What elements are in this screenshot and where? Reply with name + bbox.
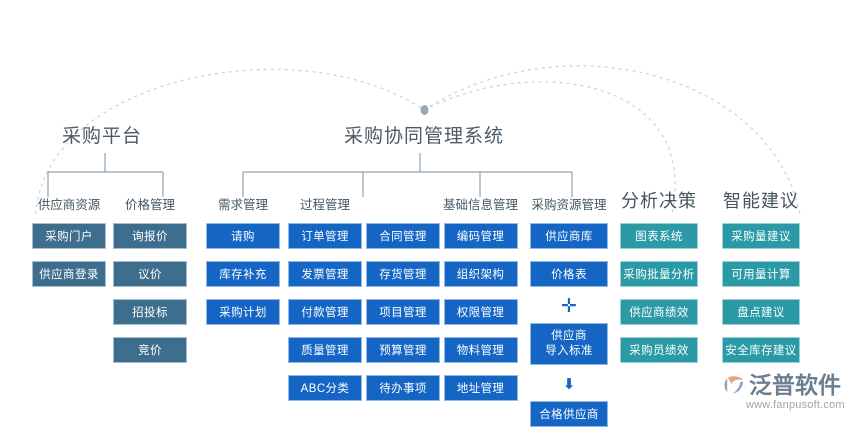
chip-procurement-portal[interactable]: 采购门户: [32, 223, 106, 249]
chip-price-list[interactable]: 价格表: [530, 261, 608, 287]
column-header-demand-management: 需求管理: [217, 198, 268, 212]
chip-batch-analysis[interactable]: 采购批量分析: [620, 261, 698, 287]
chip-available-quantity-calc[interactable]: 可用量计算: [722, 261, 800, 287]
chip-order-management[interactable]: 订单管理: [288, 223, 362, 249]
column-basic-info-management: 基础信息管理 编码管理 组织架构 权限管理 物料管理 地址管理: [443, 197, 518, 413]
chip-safety-stock-advice[interactable]: 安全库存建议: [722, 337, 800, 363]
chip-budget-management[interactable]: 预算管理: [366, 337, 440, 363]
chip-chart-system[interactable]: 图表系统: [620, 223, 698, 249]
chip-supplier-login[interactable]: 供应商登录: [32, 261, 106, 287]
chip-invoice-management[interactable]: 发票管理: [288, 261, 362, 287]
chip-todo-items[interactable]: 待办事项: [366, 375, 440, 401]
chip-qualified-supplier[interactable]: 合格供应商: [530, 401, 608, 427]
chip-procurement-plan[interactable]: 采购计划: [206, 299, 280, 325]
chip-inventory-management[interactable]: 存货管理: [366, 261, 440, 287]
chip-supplier-import-standard-line2: 导入标准: [545, 345, 593, 357]
chip-address-management[interactable]: 地址管理: [443, 375, 518, 401]
column-analysis-decision: 分析决策 图表系统 采购批量分析 供应商绩效 采购员绩效: [620, 190, 698, 375]
column-header-process-management: 过程管理: [299, 198, 350, 212]
chip-stock-replenishment[interactable]: 库存补充: [206, 261, 280, 287]
brand-url: www.fanpusoft.com: [746, 399, 845, 411]
chip-supplier-import-standard-line1: 供应商: [551, 330, 587, 342]
chip-material-management[interactable]: 物料管理: [443, 337, 518, 363]
plus-icon: ✛: [561, 296, 577, 317]
column-header-basic-info-management: 基础信息管理: [443, 198, 519, 212]
column-price-management: 价格管理 询报价 议价 招投标 竞价: [113, 197, 187, 375]
chip-payment-management[interactable]: 付款管理: [288, 299, 362, 325]
brand-name: 泛普软件: [749, 372, 841, 398]
column-header-price-management: 价格管理: [124, 198, 175, 212]
arc-junction-dot: [420, 105, 429, 115]
chip-contract-management[interactable]: 合同管理: [366, 223, 440, 249]
column-process-management-a: 过程管理 订单管理 发票管理 付款管理 质量管理 ABC分类: [288, 197, 362, 413]
column-header-supplier-resource: 供应商资源: [37, 198, 101, 212]
column-header-analysis-decision: 分析决策: [621, 191, 697, 211]
chip-quality-management[interactable]: 质量管理: [288, 337, 362, 363]
column-intelligent-advice: 智能建议 采购量建议 可用量计算 盘点建议 安全库存建议: [722, 190, 800, 375]
chip-project-management[interactable]: 项目管理: [366, 299, 440, 325]
chip-requisition[interactable]: 请购: [206, 223, 280, 249]
chip-purchase-volume-advice[interactable]: 采购量建议: [722, 223, 800, 249]
chip-permission-management[interactable]: 权限管理: [443, 299, 518, 325]
chip-negotiate-price[interactable]: 议价: [113, 261, 187, 287]
root-title-platform: 采购平台: [62, 126, 143, 147]
column-procurement-resource-management: 采购资源管理 供应商库 价格表 ✛ 供应商 导入标准 ⬇ 合格供应商: [530, 197, 608, 429]
chip-inquiry-quote[interactable]: 询报价: [113, 223, 187, 249]
chip-bidding[interactable]: 招投标: [113, 299, 187, 325]
chip-abc-classification[interactable]: ABC分类: [288, 375, 362, 401]
chip-supplier-performance[interactable]: 供应商绩效: [620, 299, 698, 325]
down-arrow-icon: ⬇: [562, 376, 576, 393]
root-title-system: 采购协同管理系统: [344, 126, 505, 147]
chip-code-management[interactable]: 编码管理: [443, 223, 518, 249]
chip-supplier-library[interactable]: 供应商库: [530, 223, 608, 249]
chip-competitive-bid[interactable]: 竞价: [113, 337, 187, 363]
column-supplier-resource: 供应商资源 采购门户 供应商登录: [32, 197, 106, 299]
fanpu-mark-icon: [724, 376, 743, 394]
column-process-management-b: 合同管理 存货管理 项目管理 预算管理 待办事项: [366, 197, 440, 413]
brand-logo: 泛普软件 www.fanpusoft.com: [724, 372, 852, 422]
column-demand-management: 需求管理 请购 库存补充 采购计划: [206, 197, 280, 337]
chip-buyer-performance[interactable]: 采购员绩效: [620, 337, 698, 363]
column-header-procurement-resource-management: 采购资源管理: [531, 198, 607, 212]
brand-logo-row: 泛普软件: [724, 372, 841, 398]
column-header-intelligent-advice: 智能建议: [723, 191, 799, 211]
chip-stocktaking-advice[interactable]: 盘点建议: [722, 299, 800, 325]
chip-org-structure[interactable]: 组织架构: [443, 261, 518, 287]
chip-supplier-import-standard[interactable]: 供应商 导入标准: [530, 323, 608, 365]
